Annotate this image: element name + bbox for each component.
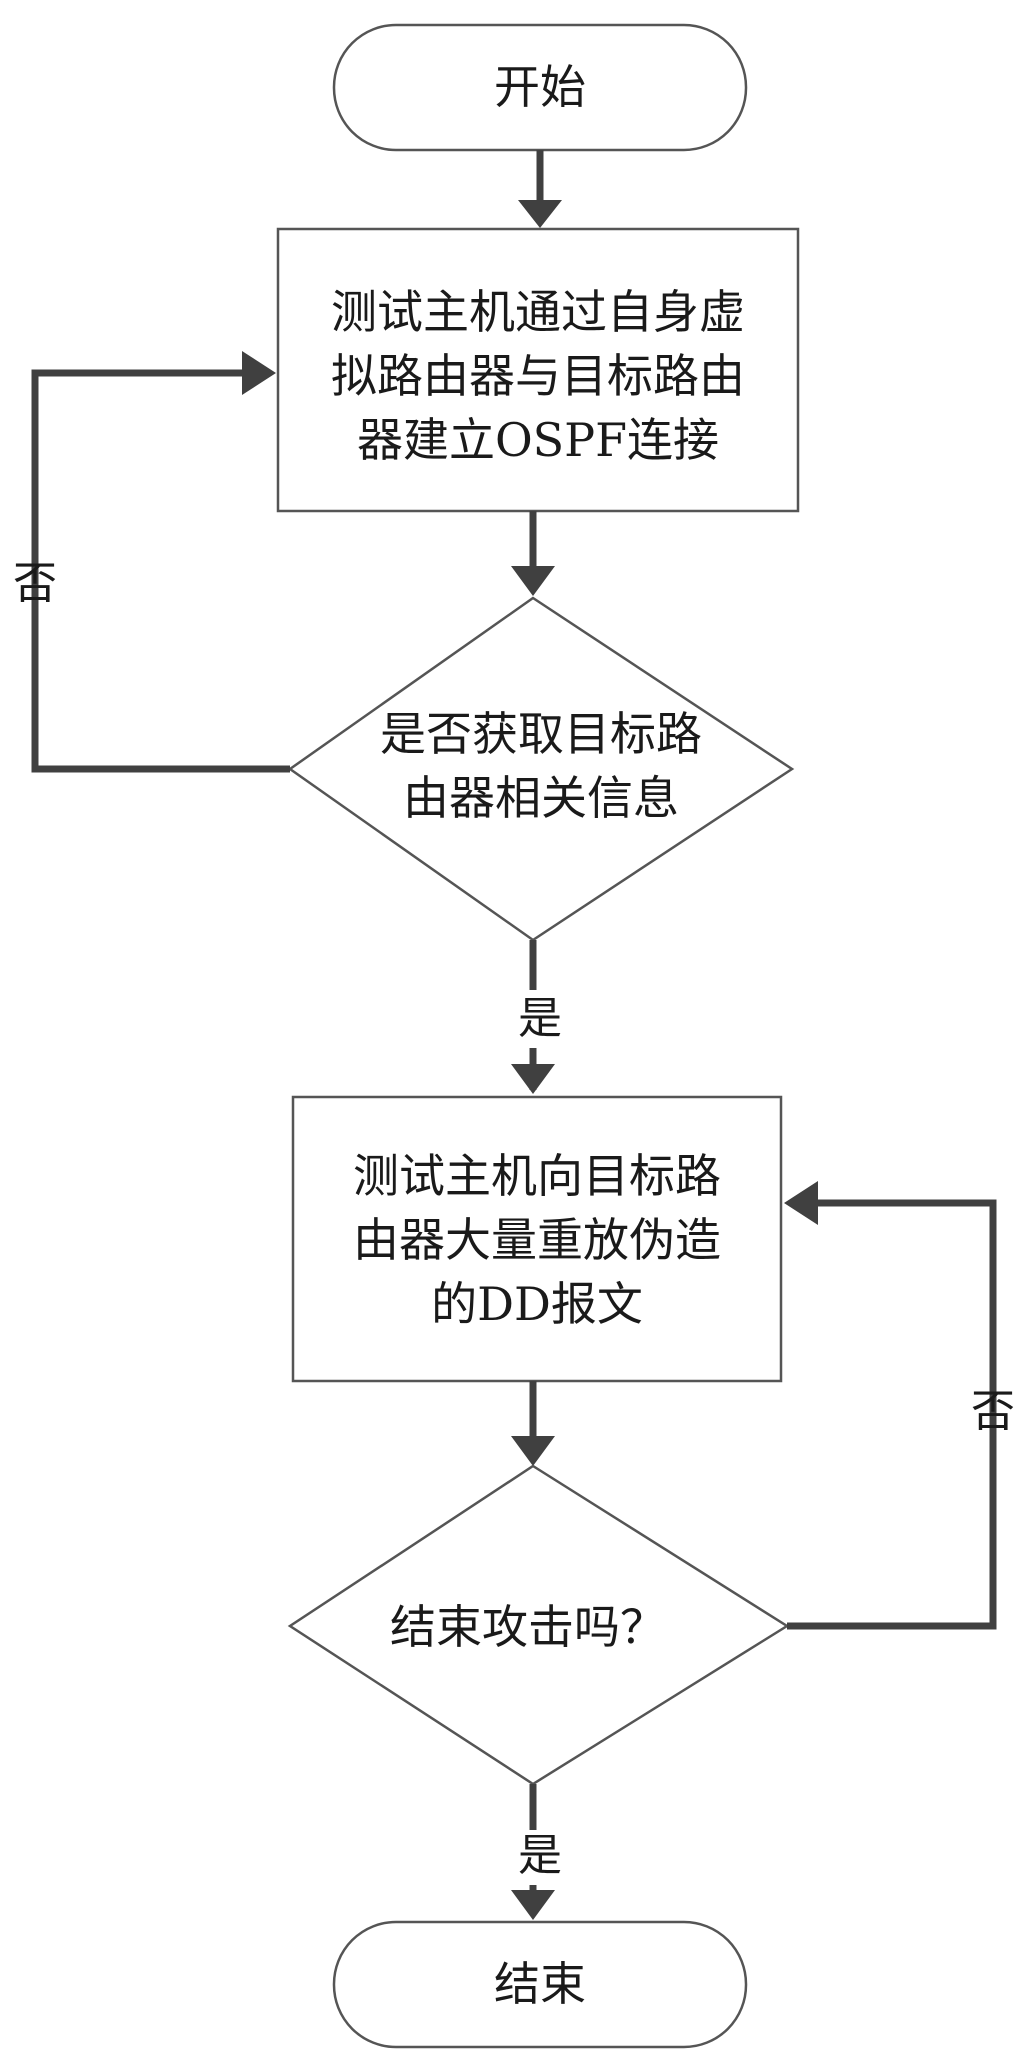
end-label: 结束 bbox=[494, 1957, 586, 2011]
arrowhead-connect-to-decision1 bbox=[511, 566, 555, 596]
end-terminator-shape bbox=[332, 1920, 748, 2049]
decision2-yes-label: 是 bbox=[518, 1830, 562, 1881]
start-label: 开始 bbox=[494, 60, 586, 114]
connect-line-2: 拟路由器与目标路由 bbox=[331, 349, 745, 403]
arrowhead-decision1-no bbox=[242, 351, 276, 395]
arrowhead-decision2-no bbox=[784, 1181, 818, 1225]
replay-node: 测试主机向目标路 由器大量重放伪造 的DD报文 bbox=[291, 1095, 783, 1383]
replay-line-1: 测试主机向目标路 bbox=[353, 1149, 721, 1203]
replay-process-box bbox=[291, 1095, 783, 1383]
decision2-label: 结束攻击吗？ bbox=[390, 1600, 666, 1654]
decision2-node: 结束攻击吗？ bbox=[287, 1464, 790, 1786]
replay-line-3: 的DD报文 bbox=[431, 1277, 643, 1331]
decision1-yes-label: 是 bbox=[518, 993, 562, 1044]
end-node: 结束 bbox=[332, 1920, 748, 2049]
decision1-line-1: 是否获取目标路 bbox=[380, 707, 702, 761]
decision1-no-label: 否 bbox=[13, 558, 57, 609]
connect-process-box bbox=[276, 227, 800, 513]
decision1-line-2: 由器相关信息 bbox=[403, 771, 679, 825]
decision1-node: 是否获取目标路 由器相关信息 bbox=[287, 596, 795, 942]
decision2-no-label: 否 bbox=[971, 1386, 1015, 1437]
replay-line-2: 由器大量重放伪造 bbox=[353, 1213, 721, 1267]
arrowhead-start-to-connect bbox=[518, 200, 562, 228]
arrowhead-decision1-yes bbox=[511, 1064, 555, 1094]
arrowhead-decision2-yes bbox=[511, 1890, 555, 1920]
decision1-diamond bbox=[287, 596, 795, 942]
arrowhead-replay-to-decision2 bbox=[511, 1436, 555, 1466]
loop-decision2-no bbox=[787, 1199, 997, 1630]
loop-decision1-no bbox=[31, 369, 290, 773]
connect-line-1: 测试主机通过自身虚 bbox=[331, 285, 745, 339]
connect-node: 测试主机通过自身虚 拟路由器与目标路由 器建立OSPF连接 bbox=[276, 227, 800, 513]
start-node: 开始 bbox=[332, 23, 748, 152]
connect-line-3: 器建立OSPF连接 bbox=[357, 413, 719, 467]
